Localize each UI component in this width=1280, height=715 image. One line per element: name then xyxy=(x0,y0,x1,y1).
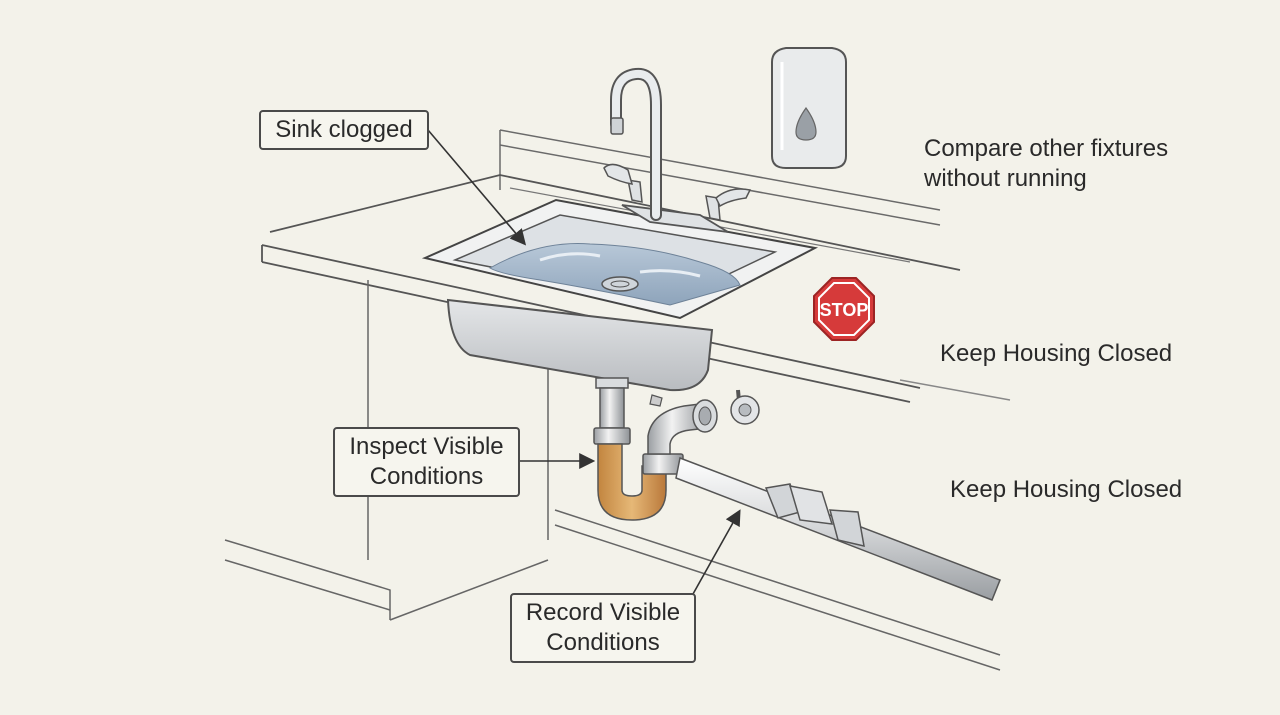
callout-arrows xyxy=(427,129,741,595)
keep-housing-closed-label-1: Keep Housing Closed xyxy=(940,340,1173,367)
wall-lines xyxy=(499,129,941,226)
sink-clogged-label: Sink clogged xyxy=(259,110,429,150)
sink-bowl-underside xyxy=(446,298,714,392)
record-conditions-label: Record Visible Conditions xyxy=(510,593,696,663)
soap-dispenser xyxy=(771,47,847,169)
cabinet xyxy=(224,280,1011,671)
sink-basin xyxy=(421,198,819,320)
stop-sign-text: STOP xyxy=(820,300,869,320)
compare-fixtures-label: Compare other fixtures without running xyxy=(924,135,1169,192)
drain-pipe xyxy=(593,377,1001,601)
inspect-conditions-label: Inspect Visible Conditions xyxy=(333,427,520,497)
faucet xyxy=(603,67,752,233)
stop-sign: STOP xyxy=(813,277,875,341)
keep-housing-closed-label-2: Keep Housing Closed xyxy=(950,476,1183,503)
